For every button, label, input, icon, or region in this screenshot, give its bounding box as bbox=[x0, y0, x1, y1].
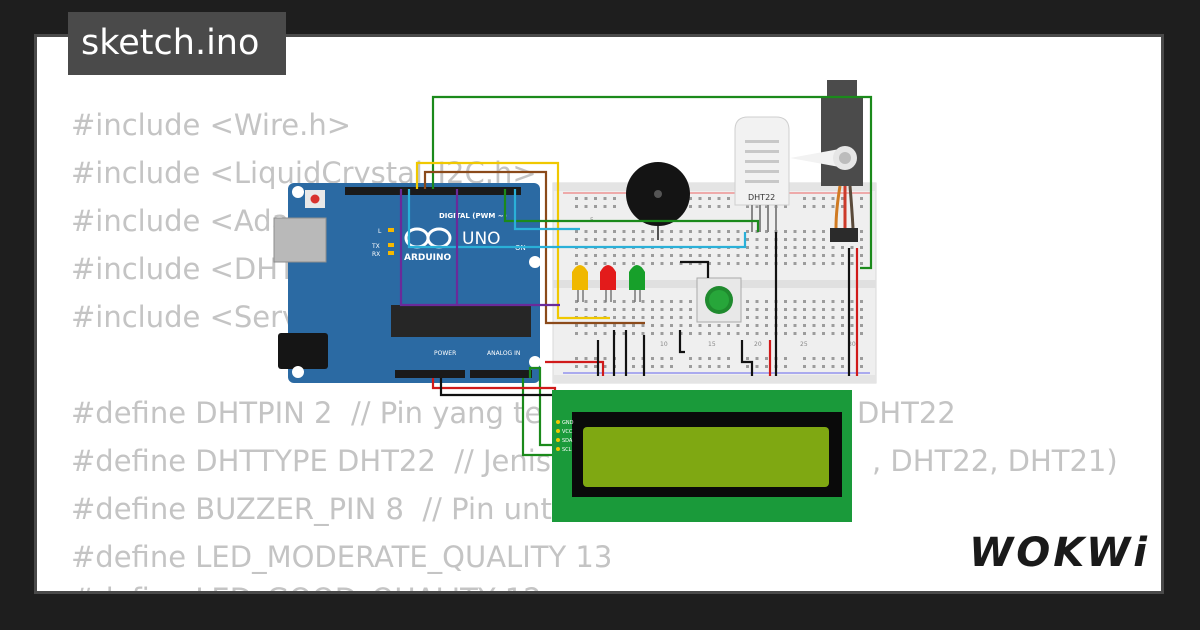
code-line: #define DHTTYPE DHT22 // Jenis bbox=[71, 444, 551, 478]
file-tab[interactable]: sketch.ino bbox=[68, 12, 286, 75]
bb-col-label: 20 bbox=[754, 341, 762, 348]
code-fragment: DHT22 bbox=[857, 396, 956, 430]
atmega-chip bbox=[391, 305, 531, 337]
lcd-display: GND VCC SDA SCL bbox=[552, 390, 852, 522]
power-jack bbox=[278, 333, 328, 369]
bb-col-label: 10 bbox=[660, 341, 668, 348]
dht22-sensor: DHT22 bbox=[734, 116, 790, 232]
code-fragment: , DHT22, DHT21) bbox=[872, 444, 1118, 478]
lcd-pin-label: SCL bbox=[562, 447, 572, 453]
servo-motor bbox=[790, 80, 863, 242]
buzzer-icon bbox=[626, 162, 690, 240]
led-yellow bbox=[572, 265, 588, 302]
wiring bbox=[399, 95, 873, 457]
sensor-label: DHT22 bbox=[748, 193, 775, 202]
arduino-brand: ARDUINO bbox=[404, 253, 452, 263]
lcd-pin-label: SDA bbox=[562, 438, 573, 444]
usb-port bbox=[273, 217, 327, 263]
l-label: L bbox=[378, 228, 382, 235]
arduino-model: UNO bbox=[462, 229, 501, 249]
code-line: #define LED_MODERATE_QUALITY 13 bbox=[71, 540, 613, 574]
digital-header bbox=[345, 187, 521, 195]
lcd-pin-label: GND bbox=[562, 420, 574, 426]
pushbutton-icon bbox=[696, 277, 742, 323]
led-red bbox=[600, 265, 616, 302]
code-line: #define BUZZER_PIN 8 // Pin unt bbox=[71, 492, 552, 526]
bb-col-label: 25 bbox=[800, 341, 808, 348]
wokwi-logo: WOKWi bbox=[969, 530, 1150, 576]
arduino-uno-board: DIGITAL (PWM ~) ARDUINO UNO ON L TX RX P… bbox=[273, 183, 541, 383]
code-line: #define DHTPIN 2 // Pin yang te bbox=[71, 396, 543, 430]
analog-label: ANALOG IN bbox=[487, 350, 520, 357]
power-label: POWER bbox=[434, 350, 456, 357]
analog-header bbox=[470, 370, 532, 378]
code-line: #define LED_GOOD_QUALITY 12 bbox=[71, 581, 542, 591]
digital-label: DIGITAL (PWM ~) bbox=[439, 212, 507, 220]
servo-horn-icon bbox=[790, 148, 845, 168]
code-line: #include <DHT bbox=[71, 252, 296, 286]
lcd-pin-label: VCC bbox=[562, 429, 573, 435]
power-header bbox=[395, 370, 465, 378]
bb-col-label: 15 bbox=[708, 341, 716, 348]
code-line: #include <Wire.h> bbox=[71, 108, 352, 142]
led-green bbox=[629, 265, 645, 302]
tx-label: TX bbox=[371, 243, 380, 250]
bb-col-label: 30 bbox=[848, 341, 856, 348]
rx-label: RX bbox=[372, 251, 380, 258]
code-line: #include <Serv bbox=[71, 300, 300, 334]
